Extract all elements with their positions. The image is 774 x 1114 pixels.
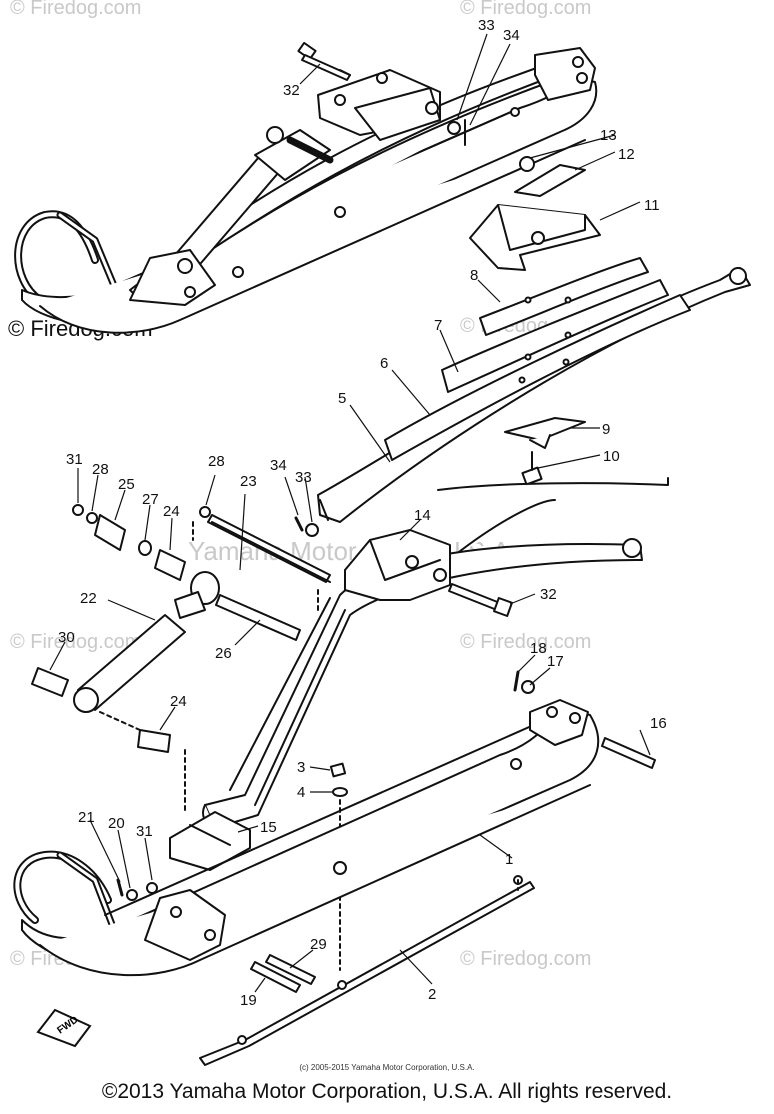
callout-28b: 28 xyxy=(208,453,225,470)
watermark-firedog: © Firedog.com xyxy=(10,631,141,653)
callout-24: 24 xyxy=(163,503,180,520)
watermark-firedog: © Firedog.com xyxy=(460,0,591,19)
callout-17: 17 xyxy=(547,653,564,670)
fwd-arrow: FWD xyxy=(36,1008,92,1048)
leader-lines xyxy=(49,33,651,993)
callout-12: 12 xyxy=(618,146,635,163)
assembled-ski xyxy=(14,41,598,334)
callout-19: 19 xyxy=(240,992,257,1009)
credit-line: (c) 2005-2015 Yamaha Motor Corporation, … xyxy=(299,1063,475,1072)
callout-8: 8 xyxy=(470,267,478,284)
callout-13: 13 xyxy=(600,127,617,144)
callout-26: 26 xyxy=(215,645,232,662)
callout-4: 4 xyxy=(297,784,305,801)
callout-34b: 34 xyxy=(270,457,287,474)
callout-31b: 31 xyxy=(136,823,153,840)
spring-parts-exploded xyxy=(317,156,751,556)
callout-27: 27 xyxy=(142,491,159,508)
callout-31: 31 xyxy=(66,451,83,468)
callout-2: 2 xyxy=(428,986,436,1003)
callout-22: 22 xyxy=(80,590,97,607)
callout-16: 16 xyxy=(650,715,667,732)
bottom-ski xyxy=(13,670,656,1066)
callout-34: 34 xyxy=(503,27,520,44)
callout-29: 29 xyxy=(310,936,327,953)
callout-25: 25 xyxy=(118,476,135,493)
callout-6: 6 xyxy=(380,355,388,372)
callout-20: 20 xyxy=(108,815,125,832)
callout-3: 3 xyxy=(297,759,305,776)
callout-32: 32 xyxy=(283,82,300,99)
callout-15: 15 xyxy=(260,819,277,836)
callout-labels: 1 2 3 4 5 6 7 8 9 10 11 12 13 14 15 16 1… xyxy=(58,17,667,1009)
watermark-firedog: © Firedog.com xyxy=(460,631,591,653)
leaf-spring-assembly xyxy=(202,529,643,829)
callout-32b: 32 xyxy=(540,586,557,603)
callout-30: 30 xyxy=(58,629,75,646)
callout-18: 18 xyxy=(530,640,547,657)
callout-24b: 24 xyxy=(170,693,187,710)
callout-11: 11 xyxy=(644,197,660,214)
callout-5: 5 xyxy=(338,390,346,407)
shock-hardware-exploded xyxy=(31,504,348,971)
copyright-notice: ©2013 Yamaha Motor Corporation, U.S.A. A… xyxy=(101,1080,673,1103)
callout-14: 14 xyxy=(414,507,431,524)
callout-23: 23 xyxy=(240,473,257,490)
callout-33: 33 xyxy=(478,17,495,34)
callout-21: 21 xyxy=(78,809,95,826)
watermark-firedog: © Firedog.com xyxy=(10,0,141,19)
callout-1: 1 xyxy=(505,851,513,868)
callout-28: 28 xyxy=(92,461,109,478)
callout-33b: 33 xyxy=(295,469,312,486)
callout-9: 9 xyxy=(602,421,610,438)
callout-10: 10 xyxy=(603,448,620,465)
watermark-firedog: © Firedog.com xyxy=(460,948,591,970)
callout-7: 7 xyxy=(434,317,442,334)
